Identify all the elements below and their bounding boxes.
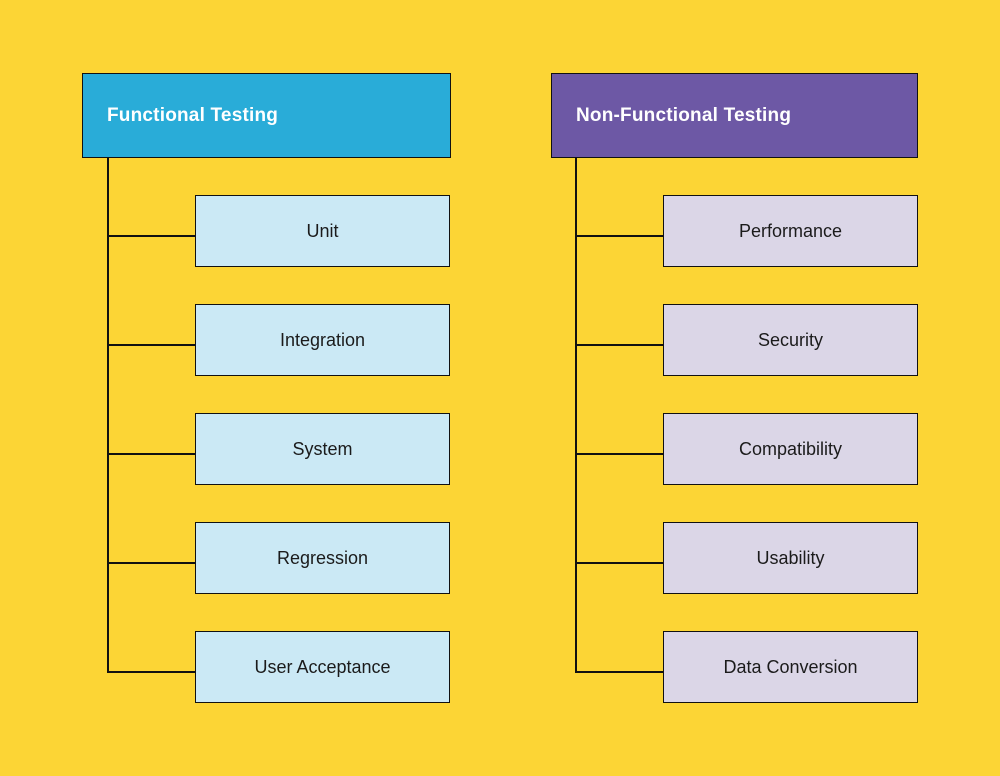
connector-line bbox=[575, 158, 577, 672]
node-performance[interactable]: Performance bbox=[663, 195, 918, 267]
node-label: Performance bbox=[738, 220, 843, 241]
node-user-acceptance[interactable]: User Acceptance bbox=[195, 631, 450, 703]
node-system[interactable]: System bbox=[195, 413, 450, 485]
connector-line bbox=[107, 671, 196, 673]
node-compatibility[interactable]: Compatibility bbox=[663, 413, 918, 485]
connector-line bbox=[107, 344, 196, 346]
node-unit[interactable]: Unit bbox=[195, 195, 450, 267]
node-usability[interactable]: Usability bbox=[663, 522, 918, 594]
connector-line bbox=[575, 671, 663, 673]
node-label: Usability bbox=[756, 547, 825, 568]
node-label: Integration bbox=[279, 329, 366, 350]
node-label: Data Conversion bbox=[723, 656, 858, 677]
connector-line bbox=[575, 453, 663, 455]
node-data-conversion[interactable]: Data Conversion bbox=[663, 631, 918, 703]
connector-line bbox=[107, 562, 196, 564]
node-label: Compatibility bbox=[738, 438, 843, 459]
node-label: Security bbox=[757, 329, 824, 350]
connector-line bbox=[107, 158, 109, 672]
connector-line bbox=[575, 562, 663, 564]
node-label: Non-Functional Testing bbox=[576, 104, 792, 126]
connector-line bbox=[107, 235, 196, 237]
node-label: Functional Testing bbox=[107, 104, 279, 126]
node-functional-testing[interactable]: Functional Testing bbox=[82, 73, 451, 158]
connector-line bbox=[575, 344, 663, 346]
node-regression[interactable]: Regression bbox=[195, 522, 450, 594]
node-security[interactable]: Security bbox=[663, 304, 918, 376]
connector-line bbox=[575, 235, 663, 237]
node-label: Regression bbox=[276, 547, 369, 568]
node-label: User Acceptance bbox=[254, 656, 391, 677]
node-integration[interactable]: Integration bbox=[195, 304, 450, 376]
node-non-functional-testing[interactable]: Non-Functional Testing bbox=[551, 73, 918, 158]
connector-line bbox=[107, 453, 196, 455]
node-label: Unit bbox=[306, 220, 339, 241]
node-label: System bbox=[292, 438, 353, 459]
